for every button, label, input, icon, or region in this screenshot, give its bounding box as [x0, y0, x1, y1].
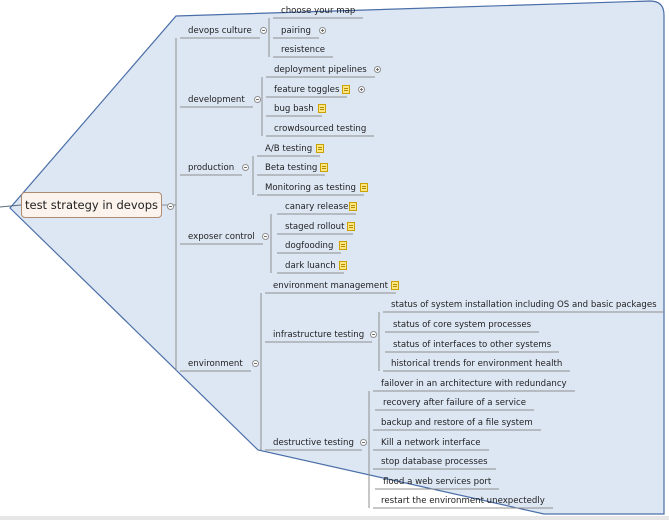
- deployment-pipelines-expand-toggle[interactable]: [374, 66, 381, 73]
- root-collapse-toggle[interactable]: [167, 203, 174, 210]
- topic-beta-testing[interactable]: Beta testing: [265, 163, 318, 173]
- note-icon[interactable]: [339, 241, 347, 250]
- topic-ab-testing[interactable]: A/B testing: [265, 144, 313, 154]
- branch-devops-culture[interactable]: devops culture: [188, 26, 252, 36]
- production-collapse-toggle[interactable]: [242, 164, 249, 171]
- note-icon[interactable]: [347, 222, 355, 231]
- topic-failover[interactable]: failover in an architecture with redunda…: [381, 379, 567, 389]
- note-icon[interactable]: [316, 144, 324, 153]
- note-icon[interactable]: [318, 104, 326, 113]
- root-node[interactable]: test strategy in devops: [21, 192, 162, 218]
- topic-recovery-after-failure[interactable]: recovery after failure of a service: [383, 398, 527, 408]
- branch-production[interactable]: production: [188, 163, 235, 173]
- branch-development[interactable]: development: [188, 95, 245, 105]
- topic-historical-trends[interactable]: historical trends for environment health: [391, 359, 563, 369]
- topic-pairing[interactable]: pairing: [281, 26, 311, 36]
- topic-restart-environment[interactable]: restart the environment unexpectedly: [381, 496, 545, 506]
- topic-monitoring-as-testing[interactable]: Monitoring as testing: [265, 183, 356, 193]
- topic-choose-your-map[interactable]: choose your map: [281, 6, 356, 16]
- exposer-control-collapse-toggle[interactable]: [262, 233, 269, 240]
- topic-status-system-installation[interactable]: status of system installation including …: [391, 300, 657, 310]
- topic-destructive-testing[interactable]: destructive testing: [273, 438, 354, 448]
- pairing-expand-toggle[interactable]: [319, 27, 326, 34]
- topic-bug-bash[interactable]: bug bash: [274, 104, 314, 114]
- topic-infrastructure-testing[interactable]: infrastructure testing: [273, 330, 365, 340]
- topic-kill-network-interface[interactable]: Kill a network interface: [381, 438, 481, 448]
- development-collapse-toggle[interactable]: [254, 96, 261, 103]
- branch-environment[interactable]: environment: [188, 359, 243, 369]
- horizontal-scrollbar[interactable]: [0, 516, 669, 520]
- note-icon[interactable]: [391, 281, 399, 290]
- topic-environment-management[interactable]: environment management: [273, 281, 389, 291]
- feature-toggles-expand-toggle[interactable]: [358, 86, 365, 93]
- root-incoming-line: [0, 204, 22, 208]
- note-icon[interactable]: [342, 85, 350, 94]
- topic-dark-luanch[interactable]: dark luanch: [285, 261, 336, 271]
- topic-resistence[interactable]: resistence: [281, 45, 326, 55]
- topic-crowdsourced-testing[interactable]: crowdsourced testing: [274, 124, 367, 134]
- topic-staged-rollout[interactable]: staged rollout: [285, 222, 345, 232]
- branch-exposer-control[interactable]: exposer control: [188, 232, 255, 242]
- topic-backup-and-restore[interactable]: backup and restore of a file system: [381, 418, 533, 428]
- topic-canary-release[interactable]: canary release: [285, 202, 349, 212]
- topic-stop-database-processes[interactable]: stop database processes: [381, 457, 488, 467]
- infrastructure-testing-collapse-toggle[interactable]: [370, 331, 377, 338]
- topic-status-interfaces[interactable]: status of interfaces to other systems: [393, 340, 552, 350]
- topic-feature-toggles[interactable]: feature toggles: [274, 85, 340, 95]
- note-icon[interactable]: [349, 202, 357, 211]
- topic-deployment-pipelines[interactable]: deployment pipelines: [274, 65, 367, 75]
- environment-collapse-toggle[interactable]: [252, 360, 259, 367]
- note-icon[interactable]: [360, 183, 368, 192]
- root-node-label: test strategy in devops: [24, 198, 158, 212]
- boundary-shape: [9, 0, 665, 515]
- topic-dogfooding[interactable]: dogfooding: [285, 241, 334, 251]
- topic-flood-web-services-port[interactable]: flood a web services port: [383, 477, 492, 487]
- note-icon[interactable]: [339, 261, 347, 270]
- destructive-testing-collapse-toggle[interactable]: [360, 439, 367, 446]
- devops-culture-collapse-toggle[interactable]: [260, 27, 267, 34]
- topic-status-core-processes[interactable]: status of core system processes: [393, 320, 532, 330]
- note-icon[interactable]: [320, 163, 328, 172]
